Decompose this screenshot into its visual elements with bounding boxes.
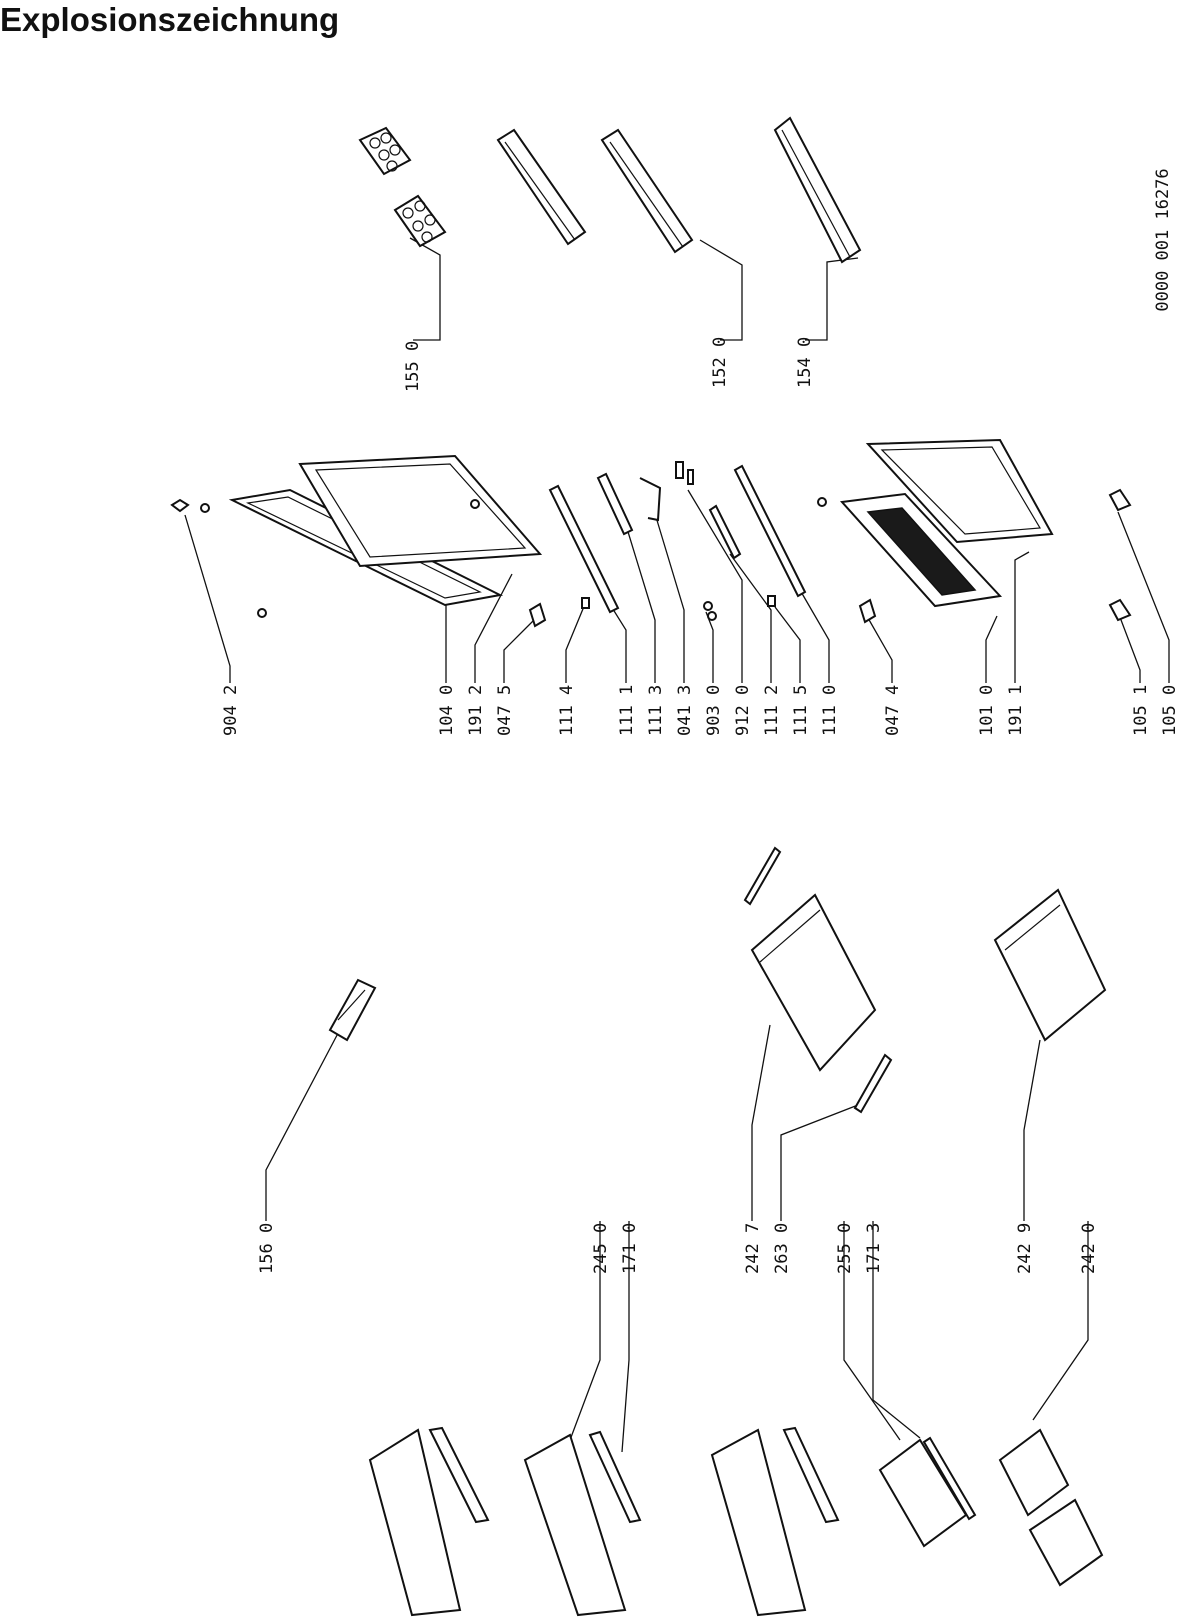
label-171-3: 171 3 (864, 1223, 884, 1274)
label-242-9: 242 9 (1015, 1223, 1035, 1274)
label-047-5: 047 5 (495, 685, 515, 736)
freezer-baskets (998, 1428, 1104, 1587)
feet-105 (1108, 488, 1132, 622)
label-111-2: 111 2 (762, 685, 782, 736)
label-152-0: 152 0 (710, 337, 730, 388)
label-903-0: 903 0 (704, 685, 724, 736)
freezer-door-101 (817, 492, 1003, 608)
label-155-0: 155 0 (403, 341, 423, 392)
crisper-lid-strip (743, 846, 782, 906)
label-111-4: 111 4 (557, 685, 577, 736)
pins-903 (675, 461, 717, 621)
label-245-0: 245 0 (591, 1223, 611, 1274)
page-title: Explosionszeichnung (0, 1, 340, 38)
label-255-0: 255 0 (835, 1223, 855, 1274)
label-111-3: 111 3 (646, 685, 666, 736)
label-111-0: 111 0 (820, 685, 840, 736)
egg-tray-upper (358, 126, 412, 176)
hinge-041-3 (639, 477, 662, 522)
wire-shelves (368, 1426, 840, 1617)
door-shelf-1 (496, 128, 587, 246)
door-shelf-154 (773, 116, 862, 264)
label-242-7: 242 7 (743, 1223, 763, 1274)
label-111-5: 111 5 (791, 685, 811, 736)
leader-lines (184, 237, 1170, 1453)
label-047-4: 047 4 (883, 685, 903, 736)
crisper-drawer-242-7 (750, 893, 877, 1072)
label-242-0: 242 0 (1079, 1223, 1099, 1274)
label-904-2: 904 2 (221, 685, 241, 736)
ice-tray-156 (328, 978, 377, 1042)
front-strip-263 (853, 1053, 893, 1114)
label-191-2: 191 2 (466, 685, 486, 736)
label-156-0: 156 0 (257, 1223, 277, 1274)
door-shelf-152 (600, 128, 694, 254)
freezer-drawer-242-9 (993, 888, 1107, 1042)
hinge-047-4 (858, 598, 877, 624)
label-104-0: 104 0 (437, 685, 457, 736)
part-labels: 155 0 152 0 154 0 904 2 104 0 191 2 047 … (221, 337, 1180, 1274)
rails-111 (548, 464, 807, 614)
label-111-1: 111 1 (617, 685, 637, 736)
label-191-1: 191 1 (1006, 685, 1026, 736)
glass-strip-171-3 (922, 1436, 977, 1521)
label-041-3: 041 3 (675, 685, 695, 736)
label-263-0: 263 0 (772, 1223, 792, 1274)
door-seal-191-2 (298, 454, 543, 568)
document-code: 0000 001 16276 (1153, 168, 1173, 311)
label-912-0: 912 0 (733, 685, 753, 736)
label-101-0: 101 0 (977, 685, 997, 736)
label-171-0: 171 0 (620, 1223, 640, 1274)
label-154-0: 154 0 (795, 337, 815, 388)
hinge-047-5 (528, 602, 547, 628)
screws-904 (170, 498, 480, 618)
egg-tray-lower (393, 194, 447, 248)
label-105-1: 105 1 (1131, 685, 1151, 736)
freezer-seal-191-1 (865, 438, 1054, 544)
label-105-0: 105 0 (1160, 685, 1180, 736)
